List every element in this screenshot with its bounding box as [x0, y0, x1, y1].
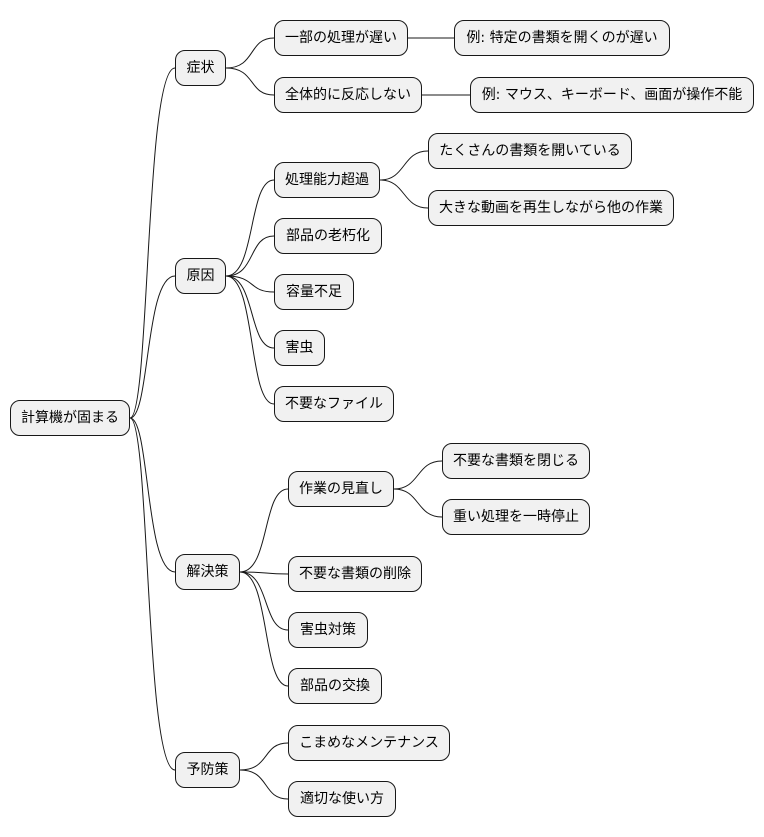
solution-node-pest-control: 害虫対策 — [288, 612, 368, 648]
symptom-example-node-slow-doc: 例: 特定の書類を開くのが遅い — [454, 20, 670, 56]
symptom-example-node-inoperable: 例: マウス、キーボード、画面が操作不能 — [470, 77, 754, 113]
connector-causes-overload — [225, 179, 275, 277]
connector-root-solutions — [129, 417, 176, 573]
symptom-node-partial-slow: 一部の処理が遅い — [274, 20, 408, 56]
connector-root-causes — [129, 275, 176, 419]
prevention-node-maintenance: こまめなメンテナンス — [288, 725, 450, 761]
cause-node-aging-parts: 部品の老朽化 — [274, 218, 382, 254]
cause-detail-node-many-docs: たくさんの書類を開いている — [428, 133, 632, 169]
branch-node-symptoms: 症状 — [175, 50, 226, 86]
connector-solutions-delete — [239, 571, 289, 575]
connector-causes-pests — [225, 275, 275, 349]
connector-prevention-usage — [239, 769, 289, 800]
connector-review-close — [393, 460, 443, 490]
branch-node-prevention: 予防策 — [175, 752, 240, 788]
branch-node-causes: 原因 — [175, 258, 226, 294]
connector-root-symptoms — [129, 67, 176, 419]
connector-causes-capacity — [225, 275, 275, 293]
connector-solutions-pest — [239, 571, 289, 631]
symptom-node-unresponsive: 全体的に反応しない — [274, 77, 422, 113]
solution-detail-node-pause-heavy: 重い処理を一時停止 — [442, 499, 590, 535]
solution-detail-node-close-docs: 不要な書類を閉じる — [442, 443, 590, 479]
connector-symptoms-partial — [225, 37, 275, 69]
cause-node-pests: 害虫 — [274, 330, 325, 366]
connector-solutions-replace — [239, 571, 289, 687]
connector-root-prevention — [129, 417, 176, 771]
cause-node-overload: 処理能力超過 — [274, 162, 380, 198]
branch-node-solutions: 解決策 — [175, 554, 240, 590]
connector-causes-aging — [225, 235, 275, 277]
cause-node-low-capacity: 容量不足 — [274, 274, 354, 310]
cause-detail-node-video: 大きな動画を再生しながら他の作業 — [428, 190, 674, 226]
connector-overload-video — [379, 179, 429, 209]
cause-node-unneeded-files: 不要なファイル — [274, 386, 394, 422]
solution-node-replace-parts: 部品の交換 — [288, 668, 382, 704]
connector-review-pause — [393, 488, 443, 518]
connector-prevention-maintenance — [239, 742, 289, 771]
root-node: 計算機が固まる — [10, 400, 130, 436]
connector-solutions-review — [239, 488, 289, 573]
solution-node-delete-docs: 不要な書類の削除 — [288, 556, 422, 592]
connector-symptoms-total — [225, 67, 275, 96]
prevention-node-proper-use: 適切な使い方 — [288, 781, 396, 817]
connector-overload-docs — [379, 150, 429, 181]
connector-causes-files — [225, 275, 275, 405]
solution-node-review-work: 作業の見直し — [288, 471, 394, 507]
